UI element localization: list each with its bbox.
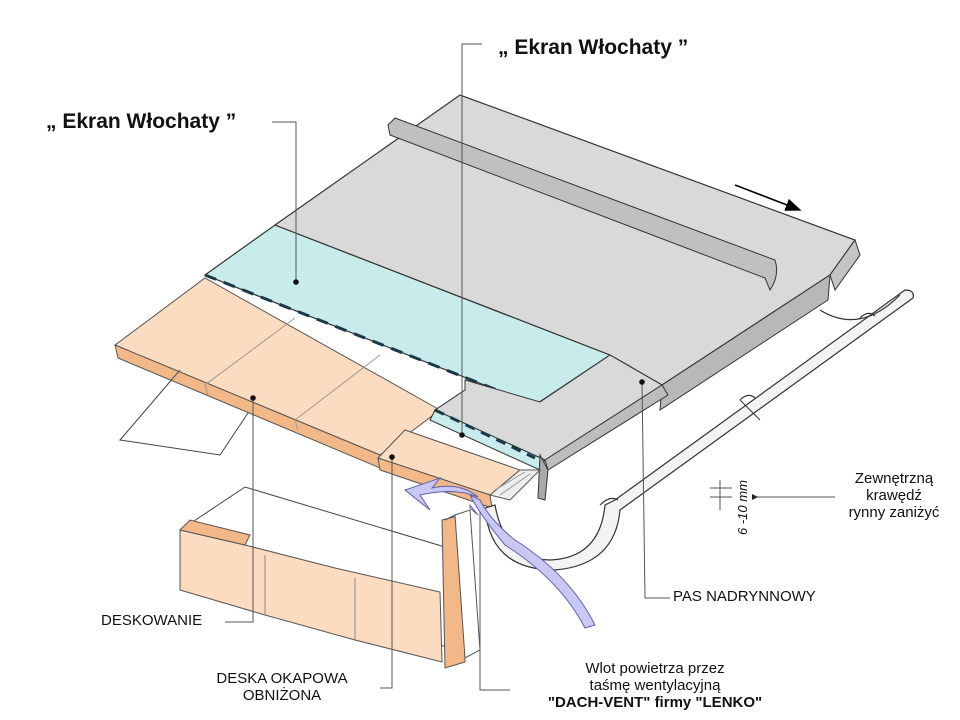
label-wlot-group: Wlot powietrza przez taśmę wentylacyjną … xyxy=(510,660,800,711)
metal-roof-sheet xyxy=(273,94,861,411)
gutter xyxy=(484,289,914,571)
label-ekran-left: „ Ekran Włochaty ” xyxy=(46,110,237,133)
label-pas-nadrynnowy: PAS NADRYNNOWY xyxy=(673,588,816,605)
label-dimension: 6 -10 mm xyxy=(735,480,750,535)
drip-edge-sheet xyxy=(429,354,669,501)
label-deska-line2: OBNIŻONA xyxy=(242,687,322,704)
label-wlot-line3: "DACH-VENT" firmy "LENKO" xyxy=(547,694,763,711)
label-deska-group: DESKA OKAPOWA OBNIŻONA xyxy=(188,670,376,704)
label-zewnetrzna-line2: krawędź xyxy=(866,487,922,504)
label-wlot-line1: Wlot powietrza przez xyxy=(585,660,725,677)
label-zewnetrzna-line1: Zewnętrzną xyxy=(854,470,934,487)
ventilation-tape xyxy=(488,469,542,501)
airflow-arrows xyxy=(403,476,596,629)
label-ekran-top: „ Ekran Włochaty ” xyxy=(498,36,689,59)
lower-boards xyxy=(179,514,466,669)
upper-boards xyxy=(113,277,441,471)
slope-arrow xyxy=(734,184,802,211)
label-wlot-line2: taśmę wentylacyjną xyxy=(589,677,721,694)
label-deska-line1: DESKA OKAPOWA xyxy=(216,670,348,687)
label-deskowanie: DESKOWANIE xyxy=(101,612,203,629)
label-zewnetrzna-line3: rynny zaniżyć xyxy=(848,504,940,521)
leader-lines xyxy=(119,43,835,691)
leader-dots xyxy=(250,279,645,460)
label-zewnetrzna-group: Zewnętrzną krawędź rynny zaniżyć xyxy=(838,470,950,521)
